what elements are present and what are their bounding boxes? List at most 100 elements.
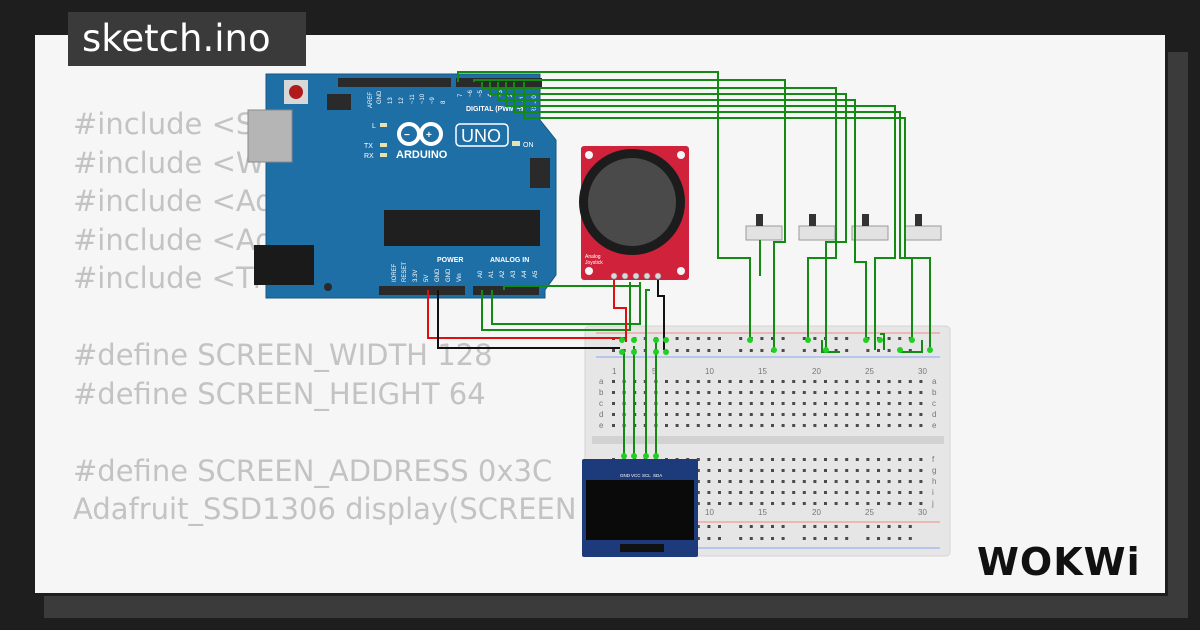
breadboard-hole[interactable] bbox=[802, 349, 806, 352]
breadboard-hole[interactable] bbox=[908, 502, 912, 505]
arduino-uno[interactable]: AREF GND 13 12 ~11 ~10 ~9 8 7 ~6 ~5 4 ~3… bbox=[247, 73, 557, 299]
breadboard-hole[interactable] bbox=[696, 491, 700, 494]
breadboard-hole[interactable] bbox=[749, 391, 753, 394]
breadboard-hole[interactable] bbox=[802, 480, 806, 483]
breadboard-hole[interactable] bbox=[707, 502, 711, 505]
breadboard-hole[interactable] bbox=[908, 349, 912, 352]
breadboard-hole[interactable] bbox=[612, 391, 615, 394]
slide-switch[interactable] bbox=[904, 214, 942, 241]
breadboard-hole[interactable] bbox=[834, 502, 838, 505]
breadboard-hole[interactable] bbox=[792, 380, 796, 383]
breadboard-hole[interactable] bbox=[908, 402, 912, 405]
breadboard-hole[interactable] bbox=[749, 502, 753, 505]
breadboard-hole[interactable] bbox=[834, 391, 838, 394]
breadboard-hole[interactable] bbox=[749, 525, 753, 528]
breadboard-hole[interactable] bbox=[781, 480, 785, 483]
breadboard-hole[interactable] bbox=[728, 480, 732, 483]
breadboard-hole[interactable] bbox=[771, 402, 774, 405]
breadboard-hole[interactable] bbox=[845, 349, 849, 352]
breadboard-hole[interactable] bbox=[675, 337, 679, 340]
breadboard-hole[interactable] bbox=[802, 391, 806, 394]
breadboard-hole[interactable] bbox=[696, 537, 700, 540]
breadboard-hole[interactable] bbox=[696, 502, 700, 505]
breadboard-hole[interactable] bbox=[824, 537, 827, 540]
breadboard-hole[interactable] bbox=[781, 391, 785, 394]
breadboard-hole[interactable] bbox=[665, 424, 668, 427]
breadboard-hole[interactable] bbox=[718, 502, 721, 505]
breadboard-hole[interactable] bbox=[675, 349, 679, 352]
breadboard-hole[interactable] bbox=[675, 391, 679, 394]
breadboard-hole[interactable] bbox=[855, 491, 859, 494]
breadboard-hole[interactable] bbox=[707, 458, 711, 461]
slide-switch[interactable] bbox=[798, 214, 836, 241]
breadboard-hole[interactable] bbox=[728, 502, 732, 505]
breadboard-hole[interactable] bbox=[739, 424, 743, 427]
breadboard-hole[interactable] bbox=[813, 349, 817, 352]
breadboard-hole[interactable] bbox=[824, 424, 827, 427]
breadboard-hole[interactable] bbox=[718, 337, 721, 340]
breadboard-hole[interactable] bbox=[707, 525, 711, 528]
breadboard-hole[interactable] bbox=[813, 391, 817, 394]
breadboard-hole[interactable] bbox=[898, 491, 902, 494]
breadboard-hole[interactable] bbox=[739, 402, 743, 405]
breadboard-hole[interactable] bbox=[612, 402, 615, 405]
breadboard-hole[interactable] bbox=[834, 525, 838, 528]
breadboard-hole[interactable] bbox=[739, 469, 743, 472]
breadboard-hole[interactable] bbox=[802, 525, 806, 528]
breadboard-hole[interactable] bbox=[877, 413, 880, 416]
breadboard-hole[interactable] bbox=[887, 458, 891, 461]
breadboard-hole[interactable] bbox=[877, 402, 880, 405]
breadboard-hole[interactable] bbox=[866, 380, 870, 383]
breadboard-hole[interactable] bbox=[813, 525, 817, 528]
breadboard-hole[interactable] bbox=[813, 537, 817, 540]
breadboard-hole[interactable] bbox=[824, 413, 827, 416]
reset-button[interactable] bbox=[289, 85, 303, 99]
breadboard-hole[interactable] bbox=[760, 391, 764, 394]
breadboard-hole[interactable] bbox=[612, 424, 615, 427]
breadboard-hole[interactable] bbox=[919, 424, 923, 427]
breadboard-hole[interactable] bbox=[824, 391, 827, 394]
breadboard-hole[interactable] bbox=[919, 502, 923, 505]
breadboard-hole[interactable] bbox=[781, 424, 785, 427]
breadboard-hole[interactable] bbox=[781, 402, 785, 405]
breadboard-hole[interactable] bbox=[781, 491, 785, 494]
breadboard-hole[interactable] bbox=[813, 413, 817, 416]
breadboard-hole[interactable] bbox=[834, 349, 838, 352]
breadboard-hole[interactable] bbox=[792, 413, 796, 416]
breadboard-hole[interactable] bbox=[707, 469, 711, 472]
breadboard-hole[interactable] bbox=[760, 525, 764, 528]
breadboard-hole[interactable] bbox=[771, 337, 774, 340]
breadboard-hole[interactable] bbox=[686, 349, 690, 352]
breadboard-hole[interactable] bbox=[877, 491, 880, 494]
breadboard-hole[interactable] bbox=[898, 391, 902, 394]
breadboard-hole[interactable] bbox=[792, 491, 796, 494]
breadboard-hole[interactable] bbox=[887, 391, 891, 394]
breadboard-hole[interactable] bbox=[665, 402, 668, 405]
breadboard-hole[interactable] bbox=[802, 458, 806, 461]
breadboard-hole[interactable] bbox=[908, 491, 912, 494]
breadboard-hole[interactable] bbox=[834, 480, 838, 483]
breadboard-hole[interactable] bbox=[824, 469, 827, 472]
breadboard-hole[interactable] bbox=[781, 413, 785, 416]
breadboard-hole[interactable] bbox=[877, 349, 880, 352]
breadboard-hole[interactable] bbox=[834, 413, 838, 416]
breadboard-hole[interactable] bbox=[813, 402, 817, 405]
breadboard-hole[interactable] bbox=[802, 424, 806, 427]
switch-handle[interactable] bbox=[862, 214, 869, 226]
breadboard-hole[interactable] bbox=[760, 424, 764, 427]
breadboard-hole[interactable] bbox=[749, 480, 753, 483]
breadboard-hole[interactable] bbox=[707, 337, 711, 340]
breadboard-hole[interactable] bbox=[813, 502, 817, 505]
breadboard-hole[interactable] bbox=[749, 458, 753, 461]
breadboard-hole[interactable] bbox=[696, 380, 700, 383]
breadboard-hole[interactable] bbox=[718, 469, 721, 472]
breadboard-hole[interactable] bbox=[802, 502, 806, 505]
breadboard-hole[interactable] bbox=[919, 380, 923, 383]
breadboard-hole[interactable] bbox=[749, 469, 753, 472]
breadboard-hole[interactable] bbox=[866, 469, 870, 472]
breadboard-hole[interactable] bbox=[665, 380, 668, 383]
breadboard-hole[interactable] bbox=[813, 337, 817, 340]
breadboard-hole[interactable] bbox=[887, 480, 891, 483]
breadboard-hole[interactable] bbox=[792, 391, 796, 394]
analog-joystick[interactable]: Analog Joystick bbox=[579, 146, 689, 280]
